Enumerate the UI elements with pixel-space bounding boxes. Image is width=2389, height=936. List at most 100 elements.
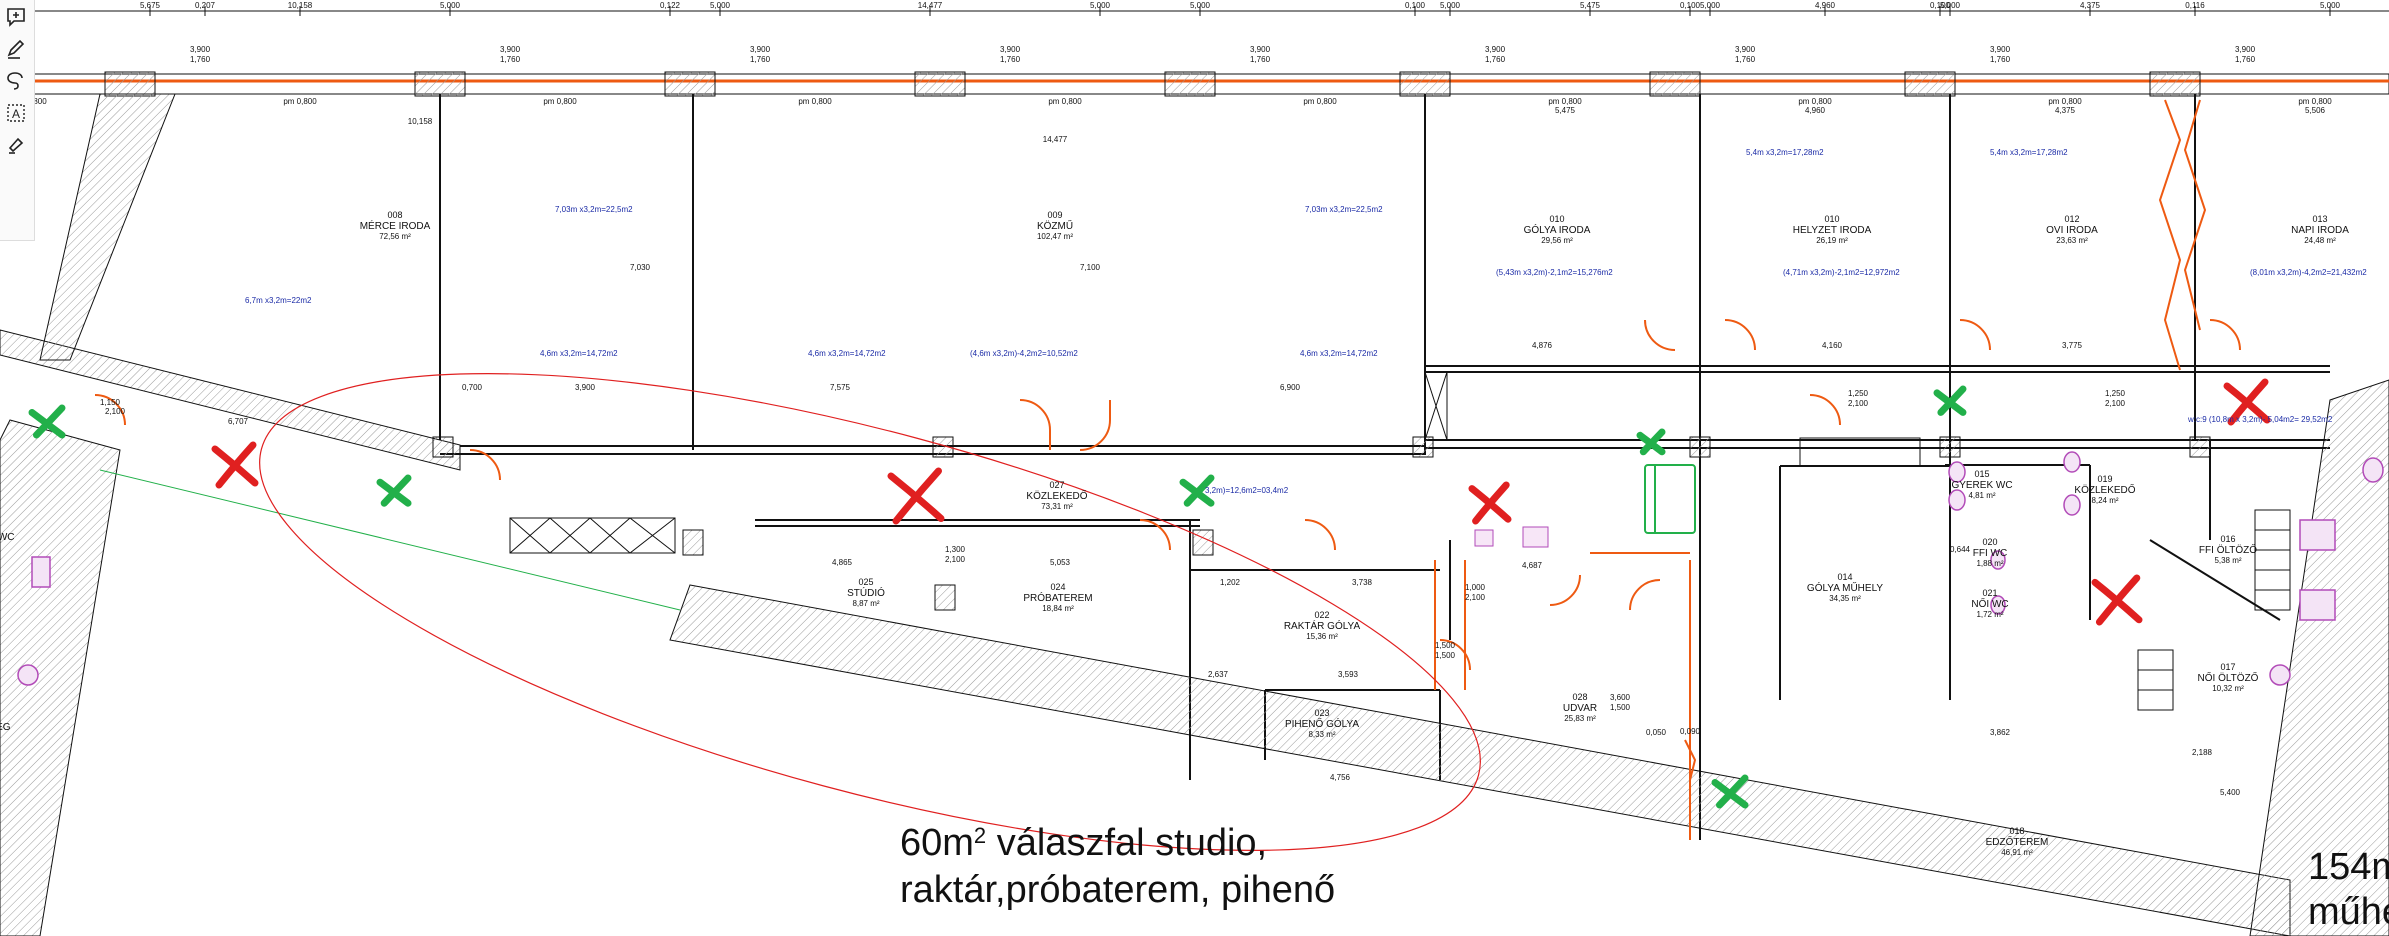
room-area: 1,72 m²: [1976, 610, 2003, 619]
top-dimension-label: 5,475: [1580, 1, 1601, 10]
facade-column: [1164, 71, 1216, 97]
wall-area-note: 4,6m x3,2m=14,72m2: [1300, 349, 1378, 358]
room-name: GÓLYA MŰHELY: [1807, 580, 1883, 594]
add-comment-tool[interactable]: [3, 4, 29, 30]
interior-dimension-label: 0,050: [1646, 728, 1667, 737]
room-area: 73,31 m²: [1041, 502, 1073, 511]
column-dimension-label: 3,900: [2235, 45, 2256, 54]
interior-dimension-label: 0,644: [1950, 545, 1971, 554]
lasso-icon: [7, 72, 23, 90]
facade-column: [1904, 71, 1956, 97]
wall-area-note: 4,6m x3,2m=14,72m2: [808, 349, 886, 358]
top-dimension-label: 10,158: [288, 1, 313, 10]
top-dimension-label: 5,000: [1090, 1, 1111, 10]
red-cross-mark: [1468, 481, 1512, 525]
room-number: 024: [1050, 582, 1065, 592]
top-dimension-label: 14,477: [918, 1, 943, 10]
wall-area-note: 4,6m x3,2m=14,72m2: [540, 349, 618, 358]
room-name: EDZŐTEREM: [1986, 834, 2049, 848]
annotation-edge-line-2: műhe: [2308, 891, 2389, 933]
wall-area-note: (5,43m x3,2m)-2,1m2=15,276m2: [1496, 268, 1613, 277]
interior-dimension-label: 7,100: [1080, 263, 1101, 272]
lasso-tool[interactable]: [3, 68, 29, 94]
interior-dimension-label: 1,150: [100, 398, 121, 407]
green-check-mark: [1636, 428, 1666, 456]
room-name: PIHENŐ GÓLYA: [1285, 716, 1359, 730]
column-dimension-label: 1,760: [1735, 55, 1756, 64]
column-dimension-label: 3,900: [1250, 45, 1271, 54]
interior-dimension-label: 6,707: [228, 417, 249, 426]
interior-dimension-label: 5,053: [1050, 558, 1071, 567]
top-dimension-label: 4,960: [1815, 1, 1836, 10]
sofa-icon: [1644, 464, 1696, 534]
room-area: 8,87 m²: [852, 599, 879, 608]
green-check-mark: [376, 474, 412, 507]
pm-label: pm 0,800: [1048, 97, 1082, 106]
interior-dimension-label: 2,100: [1465, 593, 1486, 602]
pm-label: pm 0,800: [283, 97, 317, 106]
text-tool[interactable]: A: [3, 100, 29, 126]
room-name: KÖZLEKEDŐ: [1026, 488, 1087, 502]
pm-label: pm 0,800: [543, 97, 577, 106]
room-number: 013: [2312, 214, 2327, 224]
top-dimension-label: 0,100: [1680, 1, 1701, 10]
pm-label: pm 0,800: [2048, 97, 2082, 106]
left-building-wall: [0, 419, 121, 936]
column-dimension-label: 3,900: [1990, 45, 2011, 54]
corridor-wall-slanted: [0, 329, 461, 471]
green-check-mark: [1711, 774, 1749, 809]
column-dimension-label: 1,760: [1990, 55, 2011, 64]
highlighter-tool[interactable]: [3, 132, 29, 158]
pen-tool[interactable]: [3, 36, 29, 62]
interior-dimension-label: 0,700: [462, 383, 483, 392]
top-dimension-label: 5,000: [440, 1, 461, 10]
top-dimension-label: 5,000: [1190, 1, 1211, 10]
room-area: 102,47 m²: [1037, 232, 1073, 241]
interior-dimension-label: 5,400: [2220, 788, 2241, 797]
room-name: GÓLYA IRODA: [1524, 223, 1591, 236]
room-name: GYEREK WC: [1951, 480, 2012, 491]
room-number: 010: [1824, 214, 1839, 224]
sanitary-fixtures: [17, 451, 2384, 686]
room-area: 10,32 m²: [2212, 684, 2244, 693]
interior-dimension-label: 2,100: [945, 555, 966, 564]
red-cross-mark: [887, 467, 945, 525]
top-dimension-label: 0,116: [2185, 1, 2205, 10]
wall-area-note: 5,4m x3,2m=17,28m2: [1990, 148, 2068, 157]
column-dimension-label: 3,900: [1000, 45, 1021, 54]
room-name: KÖZLEKEDŐ: [2074, 482, 2135, 496]
room-area: 24,48 m²: [2304, 236, 2336, 245]
pm-label: pm 0,800: [798, 97, 832, 106]
interior-dimension-label: 3,738: [1352, 578, 1373, 587]
annotation-line-2: raktár,próbaterem, pihenő: [900, 869, 1335, 911]
annotation-edge-line-1: 154m: [2308, 846, 2389, 888]
column-dimension-label: 1,760: [1250, 55, 1271, 64]
interior-dimension-label: 4,865: [832, 558, 853, 567]
facade-columns: 3,9001,7603,9001,7603,9001,7603,9001,760…: [104, 45, 2256, 97]
interior-dimension-label: 14,477: [1043, 135, 1068, 144]
room-number: 022: [1314, 610, 1329, 620]
room-name: FFI ÖLTÖZŐ: [2199, 542, 2257, 556]
interior-dimension-label: 1,250: [2105, 389, 2126, 398]
room-number: 017: [2220, 662, 2235, 672]
sink-icon: [1474, 529, 1494, 547]
room-name: KÖZMŰ: [1037, 218, 1073, 232]
interior-dimension-label: 4,756: [1330, 773, 1351, 782]
parapet-labels: pm 0,800 pm 0,800 pm 0,800 pm 0,800 pm 0,800…: [13, 97, 2332, 115]
interior-dimension-label: 1,500: [1435, 641, 1456, 650]
interior-dimension-label: 1,202: [1220, 578, 1241, 587]
